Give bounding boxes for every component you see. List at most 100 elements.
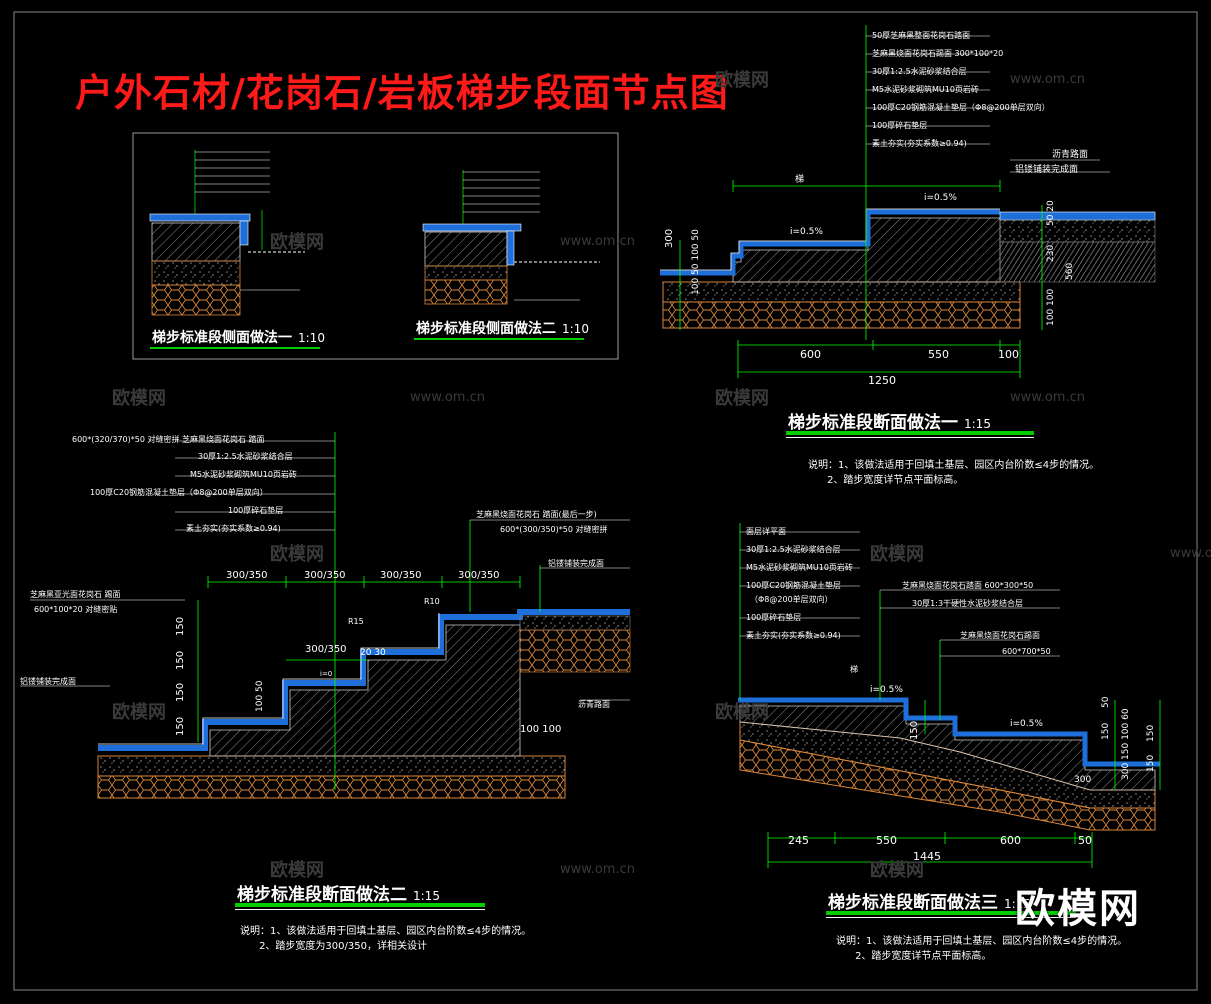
sec1-slope-2: i=0.5% [924,193,957,203]
watermark-url-6: www.om.cn [1170,546,1211,561]
sec2-right-label-4: 沥青路面 [578,699,610,709]
section-2-note-1: 说明：1、该做法适用于回填土基层、园区内台阶数≤4步的情况。 [240,926,532,937]
outer-frame [13,11,1198,991]
sec1-dim-600: 600 [800,348,821,361]
section-1-title: 梯步标准段断面做法一 1:15 [788,408,991,433]
section-1-note-1: 说明：1、该做法适用于回填土基层、园区内台阶数≤4步的情况。 [808,460,1100,471]
sec3-layer-4: 100厚C20钢筋混凝土垫层 [746,580,841,590]
sec1-dim-total: 1250 [868,374,896,387]
brand-logo: 欧模网 [1015,886,1141,932]
sec1-dim-right-d: 100 100 [1046,289,1056,326]
sec1-dim-right-b: 230 [1046,245,1056,262]
section-3-drawing [738,523,1161,868]
section-2-note-2: 2、踏步宽度为300/350，详相关设计 [240,941,427,952]
sec3-dim-right-b: 150 [1101,723,1111,740]
side-section-2-scale: 1:10 [562,322,589,336]
section-2-title-text: 梯步标准段断面做法二 [237,885,407,905]
sec2-layer-3: M5水泥砂浆砌筑MU10页岩砖 [190,469,297,479]
watermark-brand-6: 欧模网 [870,544,924,565]
watermark-url-4: www.om.cn [1010,390,1085,405]
sec2-dim-slope: i=0 [320,670,332,678]
sec2-left-label-1: 芝麻黑亚光面花岗石 踢面 [30,589,121,599]
sec1-layer-4: M5水泥砂浆砌筑MU10页岩砖 [872,84,979,94]
sec3-slope-2: i=0.5% [1010,719,1043,729]
drawing-title: 户外石材/花岗石/岩板梯步段面节点图 [75,71,729,115]
sec1-dim-left: 300 [664,229,675,248]
side-section-1-title-text: 梯步标准段侧面做法一 [152,330,292,346]
sec3-layer-7: 素土夯实(夯实系数≥0.94) [746,630,841,640]
sec2-right-label-2: 600*(300/350)*50 对缝密拼 [500,524,607,534]
sec1-dim-right-a: 50 20 [1046,200,1056,226]
sec2-layer-4: 100厚C20钢筋混凝土垫层（Φ8@200单层双向） [90,487,268,497]
section-3-title-text: 梯步标准段断面做法三 [828,893,998,913]
sec1-dim-550: 550 [928,348,949,361]
sec2-dim-r10: R10 [424,597,440,606]
sec1-layer-1: 50厚芝麻黑整面花岗石踏面 [872,30,970,40]
watermark-brand-3: 欧模网 [112,388,166,409]
sec2-dim-step-4: 300/350 [458,570,500,581]
sec2-dim-step-mid: 300/350 [305,644,347,655]
sec2-dim-step-2: 300/350 [304,570,346,581]
sec2-dim-small: 20 30 [360,648,386,658]
sec3-layer-5: （Φ8@200单层双向） [750,594,833,604]
section-2-underline [235,903,485,907]
sec3-layer-2: 30厚1:2.5水泥砂浆结合层 [746,544,841,554]
sec2-dim-rise-4: 150 [175,717,186,736]
side-section-2-underline [414,338,584,340]
section-3-underline [826,911,1076,915]
sec2-dim-step-1: 300/350 [226,570,268,581]
sec2-dim-rise-1: 150 [175,617,186,636]
sec2-layer-1: 600*(320/370)*50 对缝密拼 芝麻黑烧面花岗石 踏面 [72,434,265,444]
sec1-dim-100: 100 [998,348,1019,361]
section-1-title-text: 梯步标准段断面做法一 [788,413,958,433]
sec3-dim-right-stack: 300 150 100 60 [1121,708,1131,780]
sec1-dim-right-c: 560 [1065,263,1075,280]
sec3-mid-label-1: 芝麻黑烧面花岗石踏面 600*300*50 [902,580,1033,590]
section-2-underline-thin [235,909,485,910]
sec1-dim-top: 梯 [795,173,804,185]
sec3-dim-right-c: 150 [1146,725,1156,742]
sec3-dim-550: 550 [876,834,897,847]
sec2-dim-bottom: 100 100 [520,724,561,735]
sec2-left-label-3: 铝镂铺装完成面 [20,676,76,686]
sec1-right-label-1: 沥青路面 [1052,148,1088,160]
watermark-brand-8: 欧模网 [715,702,769,723]
watermark-url-1: www.om.cn [1010,72,1085,87]
sec2-right-label-3: 铝镂铺装完成面 [548,558,604,568]
watermark-brand-1: 欧模网 [715,70,769,91]
section-1-scale: 1:15 [964,417,991,431]
side-section-2-title-text: 梯步标准段侧面做法二 [416,321,556,337]
section-1-note-2: 2、踏步宽度详节点平面标高。 [808,475,964,486]
sec3-mid-label-3: 芝麻黑烧面花岗石踢面 [960,630,1040,640]
sec1-layer-2: 芝麻黑烧面花岗石踢面 300*100*20 [872,48,1003,58]
sec3-dim-top: 梯 [850,664,858,674]
side-section-1-drawing [149,150,305,316]
sec3-dim-right-d: 150 [1146,755,1156,772]
sec1-layer-3: 30厚1:2.5水泥砂浆结合层 [872,66,967,76]
sec2-dim-r15: R15 [348,617,364,626]
sec1-dim-left-stack: 100 50 100 50 [691,229,701,295]
section-2-drawing [20,432,631,799]
sec2-layer-5: 100厚碎石垫层 [228,505,283,515]
sec3-dim-bottom-small: 300 [1074,775,1091,785]
sec3-dim-right-a: 50 [1101,696,1111,708]
sec3-dim-245: 245 [788,834,809,847]
side-section-2-title: 梯步标准段侧面做法二 1:10 [416,318,589,338]
sec3-mid-label-4: 600*700*50 [1002,647,1051,656]
sec3-dim-50: 50 [1078,834,1092,847]
sec3-mid-label-2: 30厚1:3干硬性水泥砂浆结合层 [912,598,1023,608]
sec2-dim-step-3: 300/350 [380,570,422,581]
watermark-brand-10: 欧模网 [870,860,924,881]
watermark-brand-7: 欧模网 [112,702,166,723]
section-3-scale: 1:15 [1004,897,1031,911]
watermark-brand-9: 欧模网 [270,860,324,881]
sec1-layer-6: 100厚碎石垫层 [872,120,927,130]
watermark-url-2: www.om.cn [560,234,635,249]
sec3-dim-rise: 150 [909,721,920,740]
sec1-slope-1: i=0.5% [790,227,823,237]
sec2-layer-2: 30厚1:2.5水泥砂浆结合层 [198,451,293,461]
sec1-right-label-2: 铝镂铺装完成面 [1015,163,1078,175]
sec2-dim-mid: 100 50 [255,680,265,712]
